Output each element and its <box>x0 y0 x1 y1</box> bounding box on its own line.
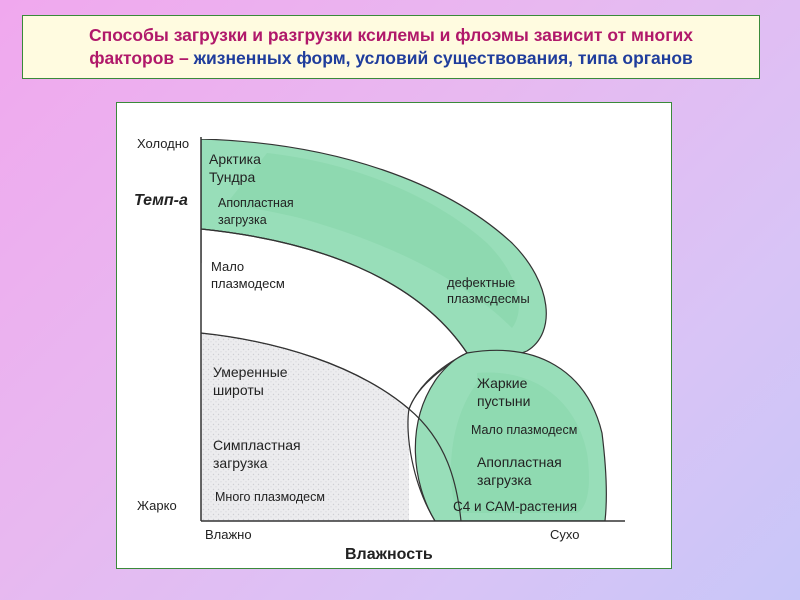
diagram-figure: Холодно Темп-а Жарко Влажно Сухо Влажнос… <box>116 102 672 569</box>
middle-label-1: Мало <box>211 259 244 274</box>
arctic-load-2: загрузка <box>218 213 267 227</box>
title-box: Способы загрузки и разгрузки ксилемы и ф… <box>22 15 760 79</box>
desert-load-1: Апопластная <box>477 454 562 470</box>
arctic-load-1: Апопластная <box>218 196 294 210</box>
temperate-region <box>201 333 409 521</box>
x-axis-label: Влажность <box>345 546 433 563</box>
temperate-label-2: широты <box>213 382 264 398</box>
defect-label-2: плазмсдесмы <box>447 291 530 306</box>
temperate-load-1: Симпластная <box>213 437 301 453</box>
temperate-note: Много плазмодесм <box>215 490 325 504</box>
y-axis-bottom-label: Жарко <box>137 498 177 513</box>
y-axis-top-label: Холодно <box>137 136 189 151</box>
desert-load-2: загрузка <box>477 472 532 488</box>
desert-note: Мало плазмодесм <box>471 423 577 437</box>
desert-label-1: Жаркие <box>477 375 528 391</box>
x-axis-left-label: Влажно <box>205 527 252 542</box>
temperate-label-1: Умеренные <box>213 364 288 380</box>
desert-plants: С4 и САМ-растения <box>453 499 577 514</box>
middle-label-2: плазмодесм <box>211 276 285 291</box>
desert-label-2: пустыни <box>477 393 530 409</box>
title-line-2-part-2: жизненных форм, условий существования, т… <box>193 48 693 68</box>
arctic-label-2: Тундра <box>209 169 255 185</box>
defect-label-1: дефектные <box>447 275 515 290</box>
y-axis-label: Темп-а <box>134 192 188 209</box>
temperate-load-2: загрузка <box>213 455 268 471</box>
x-axis-right-label: Сухо <box>550 527 579 542</box>
diagram-svg: Холодно Темп-а Жарко Влажно Сухо Влажнос… <box>134 136 625 563</box>
title-line-2-part-1: факторов – <box>89 48 194 68</box>
title-line-1: Способы загрузки и разгрузки ксилемы и ф… <box>88 25 693 45</box>
title-line-2: факторов – жизненных форм, условий сущес… <box>89 47 693 70</box>
arctic-label-1: Арктика <box>209 151 261 167</box>
